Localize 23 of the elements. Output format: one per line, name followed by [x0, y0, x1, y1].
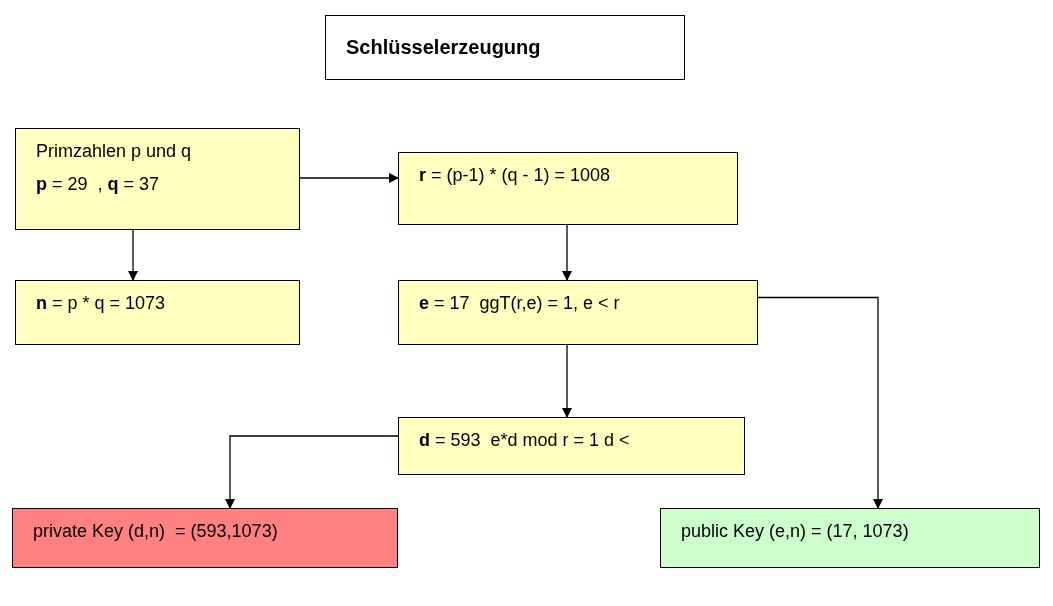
box-text: private Key (d,n) = (593,1073) — [33, 521, 279, 542]
process-box — [398, 417, 745, 475]
arrow — [299, 173, 399, 183]
box-text: public Key (e,n) = (17, 1073) — [681, 521, 910, 542]
result-box — [660, 508, 1040, 568]
arrow — [128, 229, 138, 281]
box-text: r = (p-1) * (q - 1) = 1008 — [419, 165, 612, 186]
process-box — [15, 128, 300, 230]
title-text: Schlüsselerzeugung — [346, 36, 542, 59]
box-text: e = 17 ggT(r,e) = 1, e < r — [419, 293, 621, 314]
arrow — [757, 296, 883, 509]
box-text: n = p * q = 1073 — [36, 293, 167, 314]
title-box — [325, 15, 685, 80]
arrow — [562, 344, 572, 418]
arrow — [562, 224, 572, 281]
arrow — [225, 435, 399, 509]
result-box — [12, 508, 398, 568]
process-box — [398, 280, 758, 345]
box-text: Primzahlen p und q — [36, 141, 193, 162]
box-text: d = 593 e*d mod r = 1 d < — [419, 430, 631, 451]
process-box — [398, 152, 738, 225]
box-text: p = 29 , q = 37 — [36, 174, 161, 195]
process-box — [15, 280, 300, 345]
